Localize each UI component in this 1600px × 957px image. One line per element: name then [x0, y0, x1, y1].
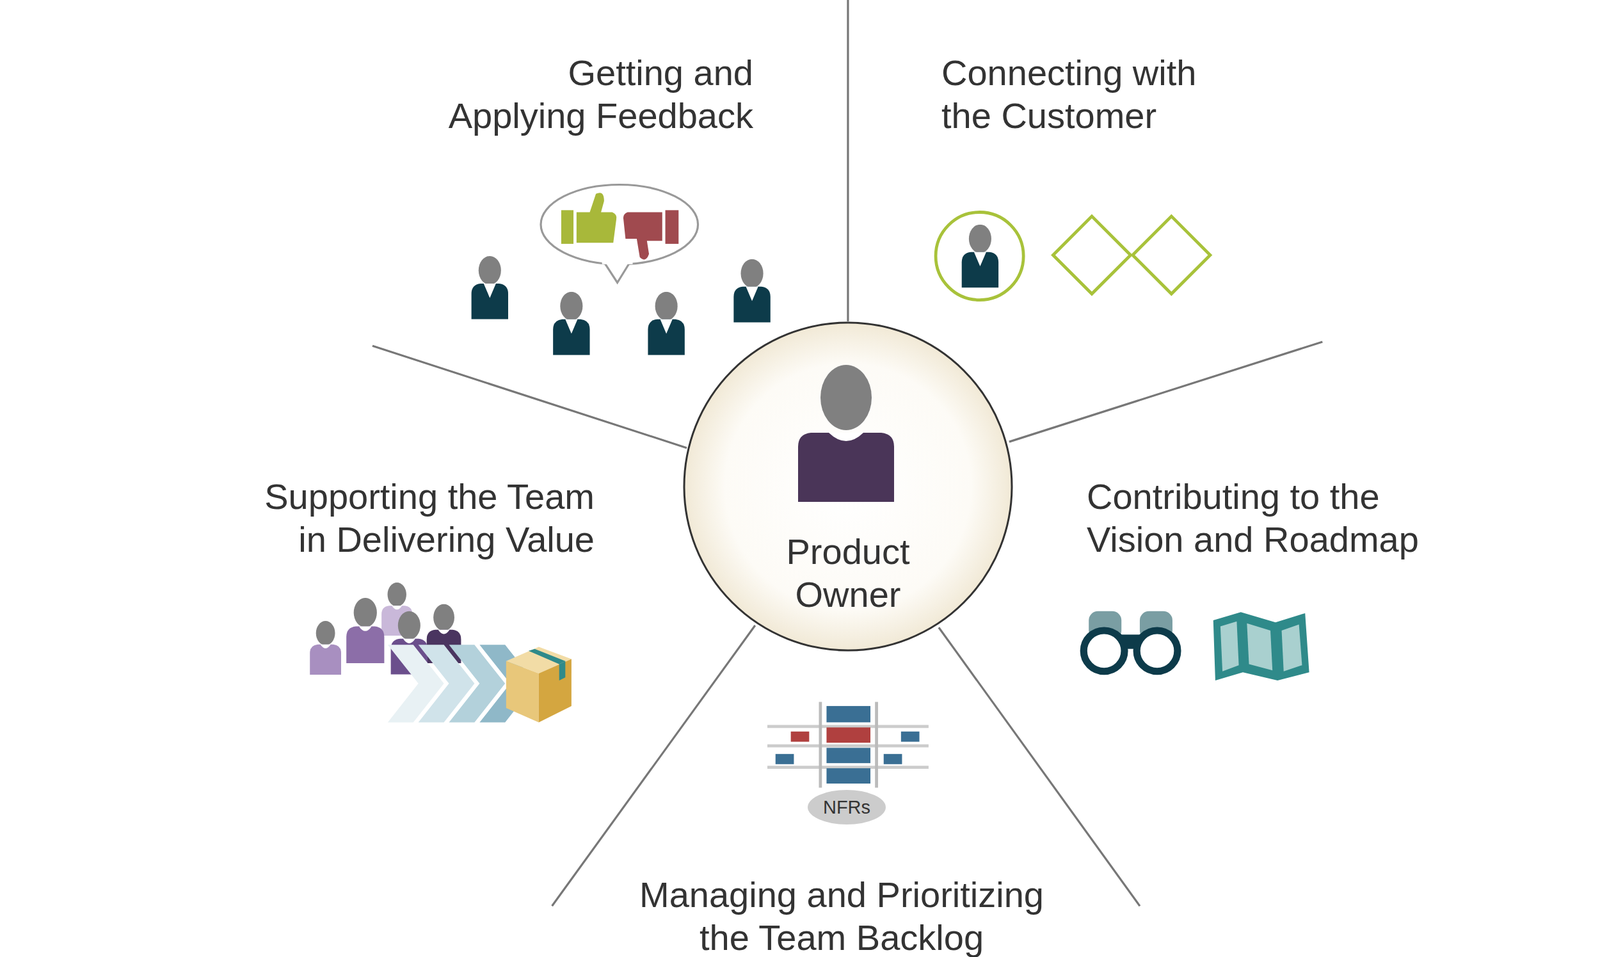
backlog-icon-part [826, 768, 871, 784]
team-delivery-icon-part [538, 659, 572, 723]
feedback-icon-part [540, 184, 699, 264]
vision-roadmap-icon-part [1246, 623, 1273, 671]
area-label: Supporting the Team in Delivering Value [146, 474, 595, 561]
feedback-icon-part [733, 259, 770, 323]
feedback-icon-part [552, 291, 590, 356]
backlog-icon-part [791, 731, 810, 742]
role-circle: Product Owner [682, 321, 1014, 652]
area-label: Managing and Prioritizing the Team Backl… [598, 872, 1085, 957]
feedback-icon [471, 184, 771, 355]
role-circle-graphic [828, 432, 864, 441]
feedback-icon-part [561, 209, 574, 244]
feedback-icon-part [665, 209, 680, 244]
customer-icon-part [935, 212, 1024, 301]
team-delivery-icon-part [528, 648, 566, 665]
customer-icon-part [961, 224, 999, 288]
team-delivery-icon [309, 582, 572, 722]
backlog-icon-part [883, 753, 903, 765]
team-delivery-icon-part [346, 597, 384, 664]
vision-roadmap-icon-part [1083, 630, 1125, 672]
feedback-icon-part [623, 212, 663, 260]
node-text: Product Owner [758, 529, 938, 616]
feedback-icon-part [576, 192, 617, 243]
area-label: Contributing to the Vision and Roadmap [1086, 474, 1535, 561]
feedback-icon-part [647, 291, 685, 356]
role-circle-graphic [820, 364, 872, 431]
divider-lines-part [1009, 341, 1323, 442]
backlog-icon-part [775, 753, 795, 765]
backlog-icon-part [826, 747, 871, 763]
node-text: NFRs [807, 789, 886, 825]
vision-roadmap-icon-part [1220, 621, 1240, 672]
vision-roadmap-icon-part [1136, 630, 1178, 672]
area-label: Getting and Applying Feedback [394, 51, 754, 137]
divider-lines-part [938, 627, 1140, 906]
nfr-tag-graphic [807, 789, 886, 825]
role-circle-graphic [684, 322, 1012, 651]
backlog-icon-part [826, 705, 871, 723]
vision-roadmap-icon-part [1281, 624, 1303, 671]
feedback-icon-part [471, 256, 509, 320]
area-label: Connecting with the Customer [941, 51, 1300, 137]
backlog-icon-part [818, 702, 822, 788]
nfr-tag: NFRs [807, 789, 886, 825]
backlog-icon-part [874, 702, 879, 788]
divider-lines [372, 0, 1323, 906]
feedback-icon-part [602, 259, 633, 264]
team-delivery-icon-part [559, 661, 566, 681]
role-circle-graphic [798, 432, 895, 502]
feedback-icon-part [604, 261, 631, 283]
team-delivery-icon-part [506, 661, 539, 723]
divider-lines-part [552, 625, 756, 906]
backlog-icon-part [826, 727, 871, 743]
vision-roadmap-icon [1083, 611, 1309, 681]
backlog-icon [767, 702, 929, 788]
backlog-icon-part [901, 731, 920, 742]
customer-icon [935, 212, 1211, 301]
divider-lines-part [846, 0, 849, 322]
vision-roadmap-icon-part [1213, 611, 1310, 681]
team-delivery-icon-part [309, 620, 342, 675]
backlog-icon-part [767, 744, 929, 748]
customer-icon-part [1052, 216, 1131, 294]
customer-icon-part [1132, 216, 1211, 294]
divider-lines-part [372, 345, 687, 448]
